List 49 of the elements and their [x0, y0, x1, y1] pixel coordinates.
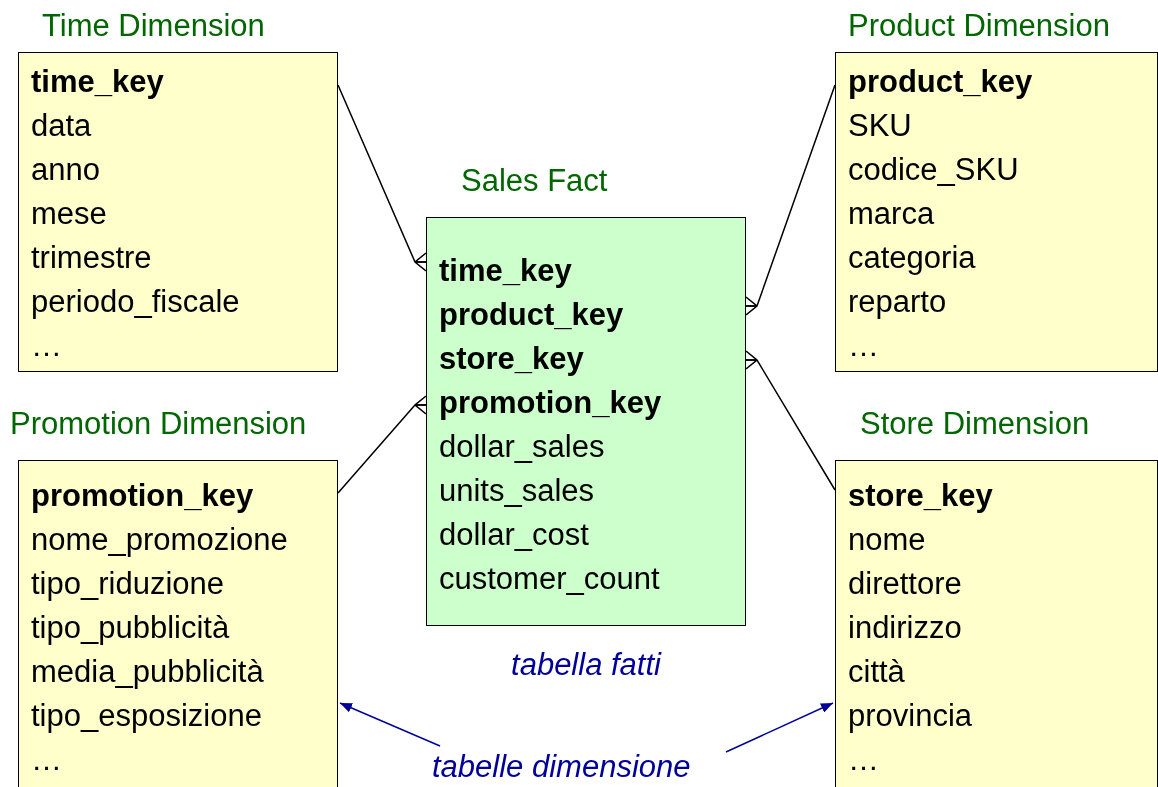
field-name: … [31, 328, 62, 364]
field-name: … [848, 742, 879, 778]
field-name: nome_promozione [31, 522, 288, 558]
field-name: nome [848, 522, 926, 558]
caption-text: tabella fatti [511, 647, 661, 683]
table-title: Promotion Dimension [10, 406, 307, 442]
field-name: … [848, 328, 879, 364]
field-name: trimestre [31, 240, 152, 276]
field-name: città [848, 654, 905, 690]
field-name: tipo_riduzione [31, 566, 225, 602]
table-title: Product Dimension [848, 8, 1110, 44]
leader-arrow [339, 702, 441, 747]
field-name: media_pubblicità [31, 654, 264, 690]
field-name: tipo_esposizione [31, 698, 262, 734]
callout-text: tabelle dimensione [432, 749, 691, 785]
field-name: marca [848, 196, 935, 232]
relationship-line [745, 350, 836, 491]
relationship-line [745, 84, 836, 316]
field-name: tipo_pubblicità [31, 610, 230, 646]
field-name: SKU [848, 108, 912, 144]
field-name: time_key [439, 253, 572, 289]
table-title: Store Dimension [860, 406, 1090, 442]
table-title: Sales Fact [461, 163, 608, 199]
field-name: reparto [848, 284, 947, 320]
field-name: promotion_key [439, 385, 662, 421]
field-name: product_key [848, 64, 1033, 100]
field-name: time_key [31, 64, 164, 100]
field-name: periodo_fiscale [31, 284, 240, 320]
field-name: indirizzo [848, 610, 962, 646]
field-name: codice_SKU [848, 152, 1019, 188]
field-name: data [31, 108, 92, 144]
field-name: … [31, 742, 62, 778]
field-name: customer_count [439, 561, 660, 597]
field-name: promotion_key [31, 478, 254, 514]
field-name: dollar_sales [439, 429, 605, 465]
relationship-line [337, 84, 427, 272]
field-name: anno [31, 152, 100, 188]
field-name: product_key [439, 297, 624, 333]
relationship-line [337, 395, 427, 494]
field-name: units_sales [439, 473, 595, 509]
field-name: direttore [848, 566, 962, 602]
field-name: store_key [848, 478, 993, 514]
field-name: provincia [848, 698, 973, 734]
table-title: Time Dimension [42, 8, 265, 44]
field-name: dollar_cost [439, 517, 589, 553]
field-name: categoria [848, 240, 976, 276]
leader-arrow [725, 702, 834, 753]
field-name: mese [31, 196, 107, 232]
field-name: store_key [439, 341, 584, 377]
